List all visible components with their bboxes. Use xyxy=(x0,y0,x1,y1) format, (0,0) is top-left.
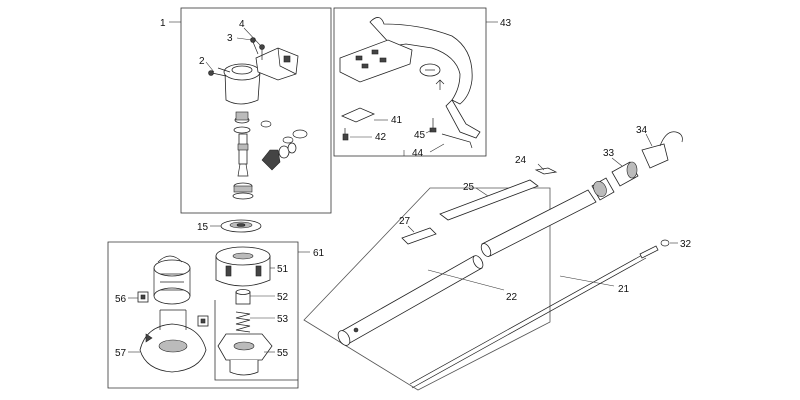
part-label-21: 21 xyxy=(618,284,630,295)
part-label-24: 24 xyxy=(515,155,527,166)
part-label-61: 61 xyxy=(313,248,325,259)
trimmer-head-box xyxy=(107,241,299,389)
part-label-33: 33 xyxy=(603,148,615,159)
guard-assembly xyxy=(339,17,481,149)
part-label-3: 3 xyxy=(227,33,233,44)
part-label-22: 22 xyxy=(506,292,518,303)
part-label-45: 45 xyxy=(414,130,426,141)
part-label-25: 25 xyxy=(463,182,475,193)
shaft-parts xyxy=(337,131,683,389)
gear-head-box xyxy=(180,7,332,214)
part-label-34: 34 xyxy=(636,125,648,136)
part-label-1: 1 xyxy=(160,18,166,29)
part-label-56: 56 xyxy=(115,294,127,305)
part-label-53: 53 xyxy=(277,314,289,325)
shaft-area-outline xyxy=(303,187,551,391)
washer-15 xyxy=(220,219,262,233)
part-label-41: 41 xyxy=(391,115,403,126)
part-label-27: 27 xyxy=(399,216,411,227)
trimmer-head-parts xyxy=(137,246,273,376)
part-label-44: 44 xyxy=(412,148,424,159)
part-label-57: 57 xyxy=(115,348,127,359)
part-label-4: 4 xyxy=(239,19,245,30)
gear-head-assembly xyxy=(208,37,308,200)
guard-box xyxy=(333,7,487,157)
part-label-52: 52 xyxy=(277,292,289,303)
part-label-15: 15 xyxy=(197,222,209,233)
part-label-42: 42 xyxy=(375,132,387,143)
part-label-51: 51 xyxy=(277,264,289,275)
part-label-2: 2 xyxy=(199,56,205,67)
part-label-32: 32 xyxy=(680,239,692,250)
part-label-55: 55 xyxy=(277,348,289,359)
part-label-43: 43 xyxy=(500,18,512,29)
